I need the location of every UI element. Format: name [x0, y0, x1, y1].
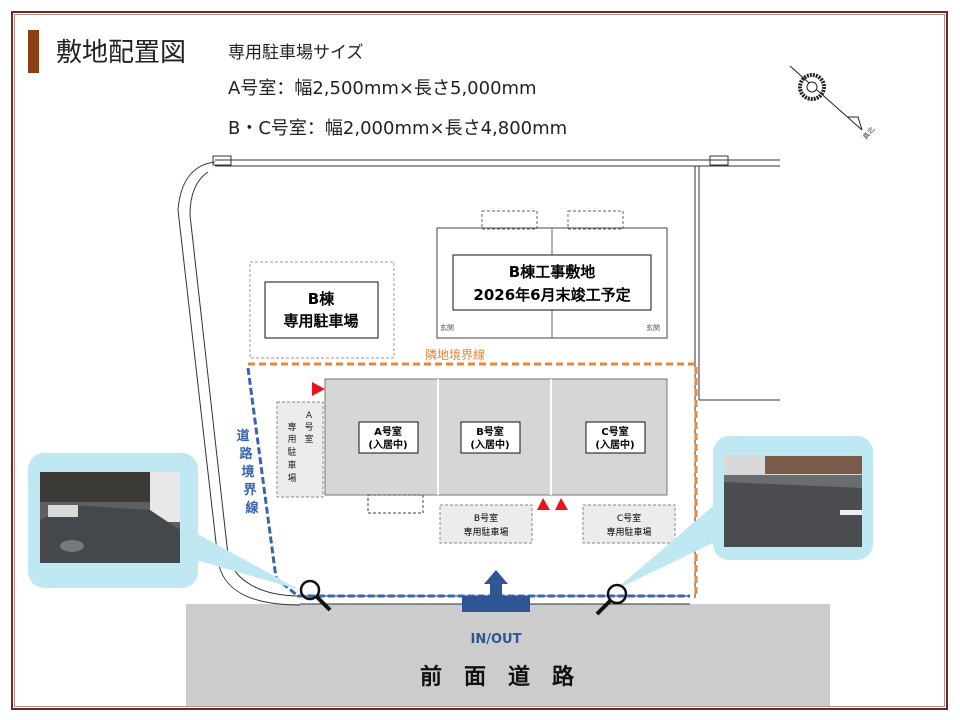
- slide-frame-inner: [14, 14, 945, 707]
- c-parking: C号室 専用駐車場: [582, 504, 676, 544]
- map-c-parking-1: 専用駐車場: [606, 526, 651, 538]
- slide-frame: [11, 11, 948, 710]
- front-road: [186, 604, 830, 706]
- map-road-boundary-4: 線: [245, 500, 259, 516]
- map-a-parking-6: 車: [287, 459, 296, 471]
- b-building-construction-site: B棟工事敷地 2026年6月末竣工予定 玄関 玄関: [436, 210, 668, 339]
- room-bc-parking-size: B・C号室：幅2,000mm×長さ4,800mm: [228, 118, 568, 139]
- map-b-building-parking-1: 専用駐車場: [283, 312, 358, 330]
- map-a-parking-4: 用: [287, 434, 296, 445]
- map-rooms-2-name: C号室: [601, 425, 628, 438]
- map-entrance-label: 玄関: [646, 323, 660, 332]
- map-road-boundary-1: 路: [239, 446, 253, 462]
- map-a-parking-0: A: [306, 411, 313, 421]
- magnifier-left-icon: [299, 579, 332, 612]
- map-a-parking-2: 室: [304, 433, 313, 445]
- room-c: C号室 (入居中): [585, 421, 646, 454]
- right-entrance-photo: [724, 455, 862, 547]
- map-road-boundary-2: 境: [241, 464, 254, 480]
- room-a-parking-size: A号室：幅2,500mm×長さ5,000mm: [228, 78, 537, 99]
- in-out-label: IN/OUT: [471, 632, 522, 647]
- left-entrance-photo: [40, 472, 180, 563]
- room-a: A号室 (入居中): [358, 421, 419, 454]
- front-road-label: 前 面 道 路: [420, 664, 575, 690]
- map-b-parking-0: B号室: [474, 512, 498, 524]
- right-callout-pointer: [615, 500, 740, 590]
- entrance-marker-a-icon: [312, 382, 325, 396]
- north-compass-icon: 真北: [789, 65, 877, 142]
- entrance-marker-b-icon: [537, 498, 550, 510]
- map-a-parking-5: 駐: [287, 446, 296, 458]
- title-accent-bar: [28, 30, 39, 73]
- page-title: 敷地配置図: [56, 38, 187, 68]
- map-b-building-construction-0: B棟工事敷地: [509, 263, 595, 281]
- b-parking: B号室 専用駐車場: [439, 504, 533, 544]
- map-a-parking-7: 場: [287, 472, 296, 484]
- neighbor-boundary-label: 隣地境界線: [425, 347, 485, 362]
- map-rooms-1-name: B号室: [476, 425, 504, 438]
- map-b-building-parking-0: B棟: [308, 290, 335, 308]
- map-a-parking-3: 専: [287, 421, 296, 433]
- map-b-building-construction-1: 2026年6月末竣工予定: [473, 286, 630, 304]
- left-callout-pointer: [190, 530, 300, 590]
- magnifier-right-icon: [595, 583, 628, 616]
- entrance-marker-c-icon: [555, 498, 568, 510]
- road-boundary-label: 道 路 境 界 線: [236, 428, 259, 516]
- map-rooms-0-status: (入居中): [368, 438, 407, 451]
- map-road-boundary-3: 界: [243, 482, 256, 498]
- in-out-arrow-icon: [462, 570, 530, 612]
- b-building-parking: B棟 専用駐車場: [249, 261, 395, 359]
- room-b: B号室 (入居中): [460, 421, 521, 454]
- map-rooms-0-name: A号室: [374, 425, 402, 438]
- map-entrance-label: 玄関: [440, 323, 454, 332]
- neighbor-boundary-line: [248, 362, 698, 598]
- map-rooms-2-status: (入居中): [595, 438, 634, 451]
- map-b-parking-1: 専用駐車場: [463, 526, 508, 538]
- map-rooms-1-status: (入居中): [470, 438, 509, 451]
- map-north-label: 真北: [861, 125, 877, 142]
- parking-size-heading: 専用駐車場サイズ: [228, 43, 364, 63]
- map-c-parking-0: C号室: [617, 512, 641, 524]
- a-parking: A 号 室 専 用 駐 車 場: [276, 401, 324, 498]
- map-a-parking-1: 号: [304, 422, 313, 433]
- map-road-boundary-0: 道: [236, 428, 249, 444]
